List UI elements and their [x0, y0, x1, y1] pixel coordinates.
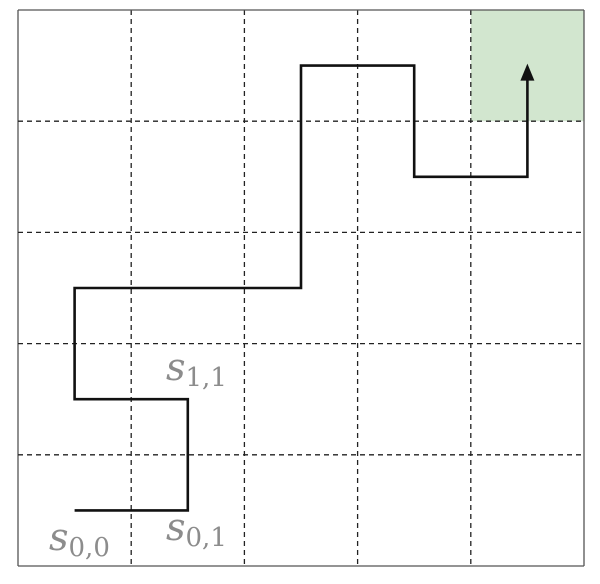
state-label-s00: s0,0	[49, 515, 110, 563]
state-label-s01: s0,1	[166, 505, 227, 553]
state-label-s11: s1,1	[166, 345, 227, 393]
arrow-head-icon	[520, 63, 535, 81]
trajectory-path	[73, 64, 529, 512]
